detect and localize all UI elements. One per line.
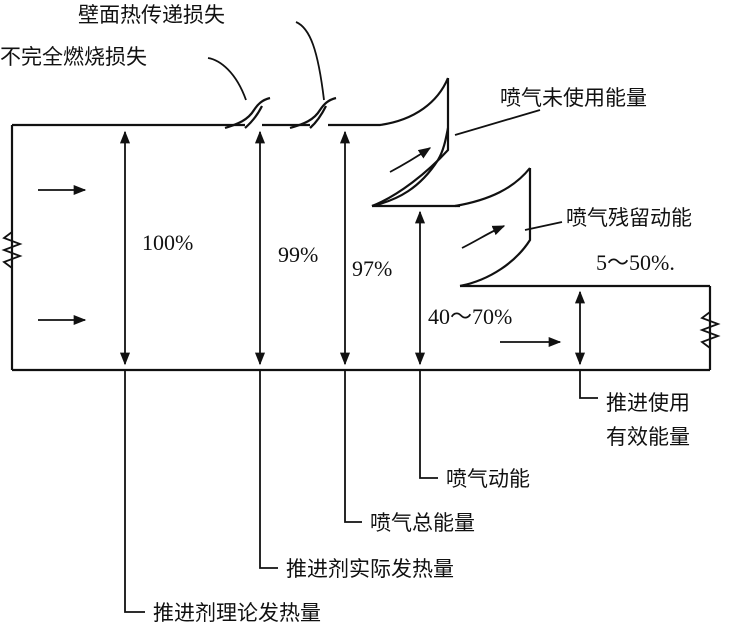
label-jet-unused-energy: 喷气未使用能量 bbox=[500, 86, 647, 110]
leader-unused bbox=[454, 109, 541, 136]
label-jet-residual-range: 5～50%. bbox=[596, 250, 675, 275]
leader-combustion bbox=[207, 57, 247, 101]
left-zigzag bbox=[1, 231, 23, 269]
pct-jet-kinetic: 40～70% bbox=[428, 304, 512, 329]
label-propulsive-useful-1: 推进使用 bbox=[606, 391, 690, 415]
label-propulsive-useful-2: 有效能量 bbox=[606, 425, 690, 449]
leader-theoretical bbox=[124, 370, 145, 613]
stream-outline bbox=[12, 77, 450, 127]
label-jet-total-energy: 喷气总能量 bbox=[370, 511, 475, 535]
residual-energy-lobe-top bbox=[454, 167, 531, 208]
leader-jet-total bbox=[344, 370, 362, 523]
unused-energy-lobe-inner bbox=[371, 127, 450, 208]
label-incomplete-combustion-loss: 不完全燃烧损失 bbox=[0, 45, 147, 69]
pct-jet-total: 97% bbox=[352, 256, 392, 281]
label-actual-heat: 推进剂实际发热量 bbox=[286, 557, 454, 581]
pct-actual: 99% bbox=[278, 242, 318, 267]
right-zigzag bbox=[699, 311, 721, 349]
wall-loss-curl-inner bbox=[309, 105, 327, 129]
leader-useful bbox=[579, 370, 598, 399]
combustion-loss-curl-inner bbox=[244, 105, 263, 129]
combustion-loss-curl bbox=[224, 96, 271, 130]
unused-energy-lobe bbox=[371, 78, 450, 208]
flow-arrow-unused bbox=[389, 147, 432, 173]
leader-residual bbox=[524, 221, 563, 231]
leader-wall bbox=[295, 21, 325, 101]
leader-jet-kinetic bbox=[419, 370, 438, 479]
label-jet-residual-kinetic: 喷气残留动能 bbox=[566, 206, 692, 230]
wall-loss-curl bbox=[289, 96, 337, 130]
leader-actual bbox=[259, 370, 278, 569]
residual-energy-lobe bbox=[459, 168, 532, 288]
pct-theoretical: 100% bbox=[142, 230, 193, 255]
flow-arrow-residual bbox=[461, 225, 506, 249]
label-wall-heat-loss: 壁面热传递损失 bbox=[78, 3, 225, 27]
label-jet-kinetic-energy: 喷气动能 bbox=[446, 467, 530, 491]
label-theoretical-heat: 推进剂理论发热量 bbox=[153, 601, 321, 625]
